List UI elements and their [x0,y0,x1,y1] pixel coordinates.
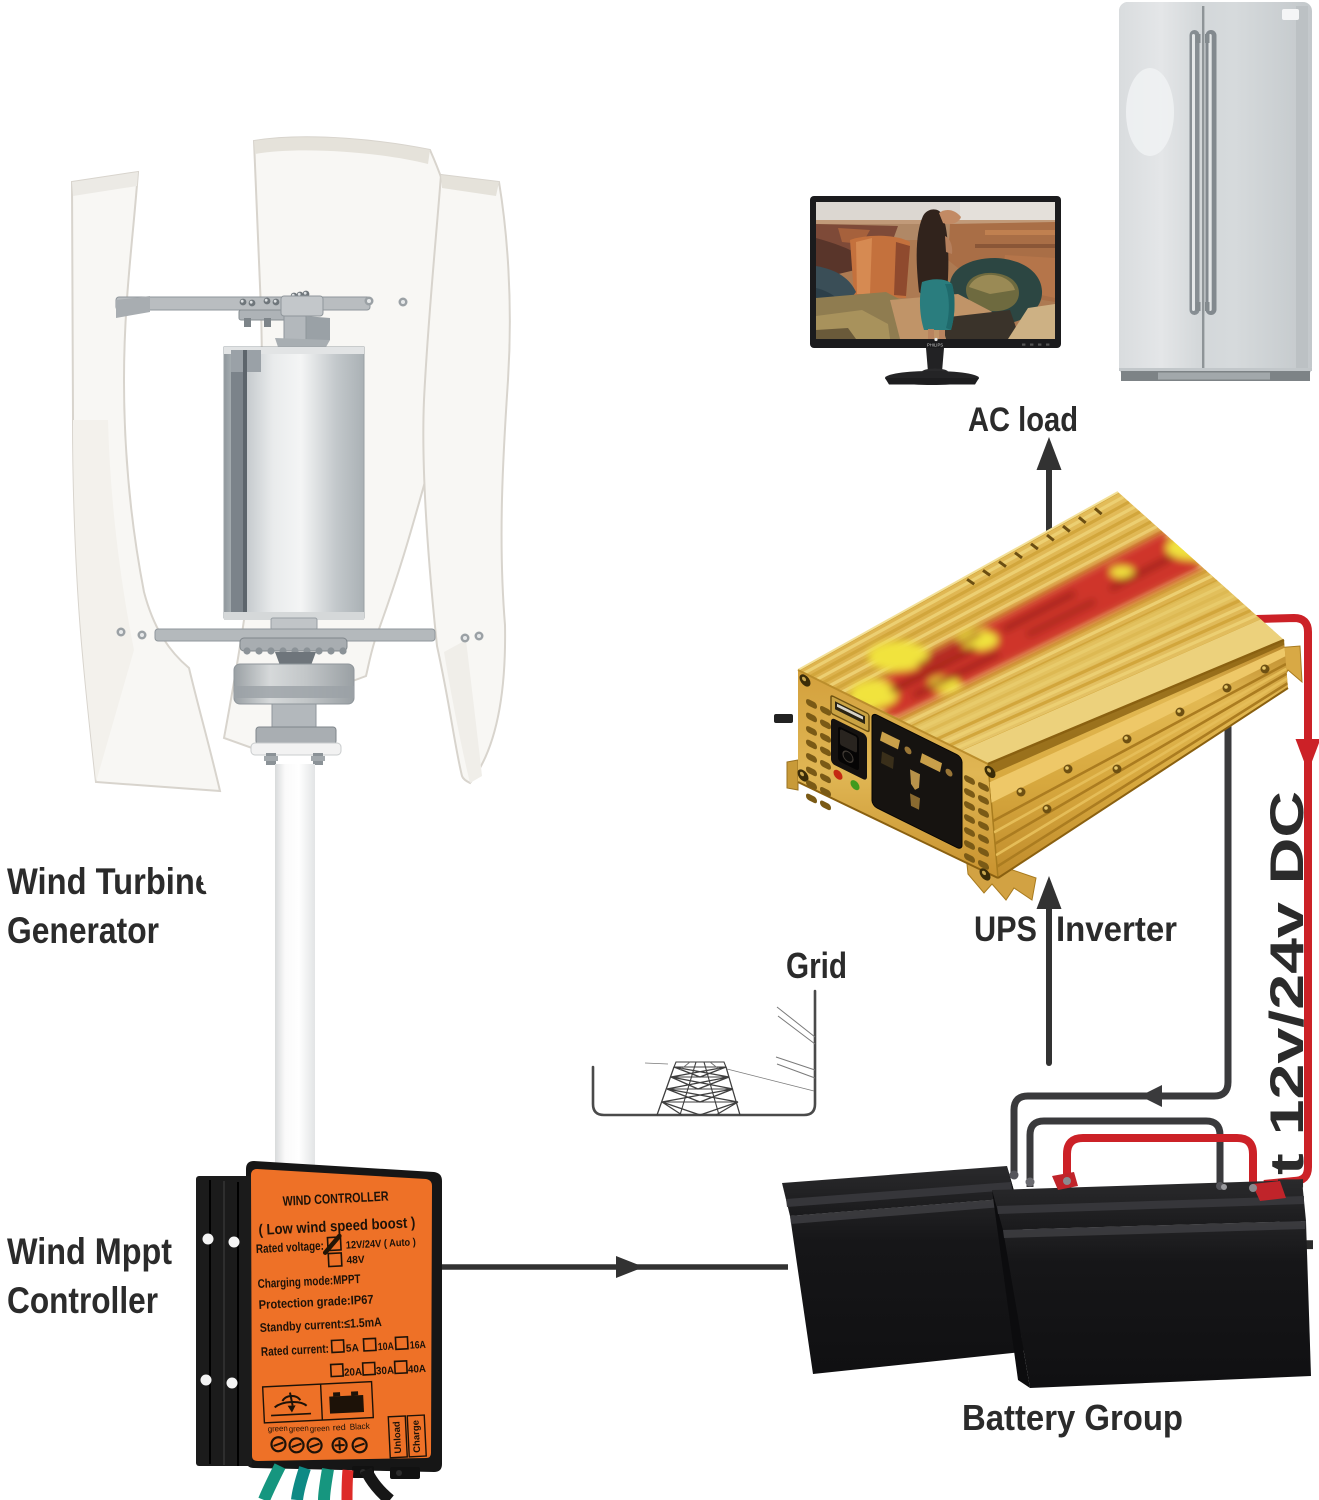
svg-text:5A: 5A [346,1342,360,1355]
svg-text:WIND CONTROLLER: WIND CONTROLLER [282,1189,389,1209]
svg-text:48V: 48V [346,1254,365,1267]
svg-text:Wind Turbine: Wind Turbine [7,861,213,902]
svg-text:Wind Mppt: Wind Mppt [7,1231,172,1272]
svg-text:12V/24V ( Auto ): 12V/24V ( Auto ) [346,1236,417,1251]
svg-text:Rated current:: Rated current: [261,1342,330,1359]
svg-text:Inverter: Inverter [1056,910,1177,949]
svg-text:Battery Group: Battery Group [962,1397,1183,1438]
svg-text:green: green [268,1424,288,1434]
svg-text:green: green [310,1424,330,1434]
svg-text:30A: 30A [376,1364,395,1377]
svg-text:Generator: Generator [7,910,159,951]
svg-text:Unload: Unload [392,1421,405,1454]
svg-text:UPS: UPS [974,910,1037,949]
svg-text:Black: Black [349,1421,370,1432]
svg-text:Grid: Grid [786,945,847,986]
svg-text:Rated voltage:: Rated voltage: [256,1239,325,1256]
svg-text:PHILIPS: PHILIPS [927,343,943,348]
svg-text:Charge: Charge [410,1420,423,1453]
svg-text:Standby current:≤1.5mA: Standby current:≤1.5mA [259,1315,382,1335]
svg-text:40A: 40A [408,1363,427,1376]
svg-text:Controller: Controller [7,1280,158,1321]
svg-text:red: red [332,1422,346,1433]
svg-text:10A: 10A [378,1340,395,1353]
svg-text:AC load: AC load [968,401,1078,439]
svg-text:16A: 16A [410,1339,427,1352]
svg-text:20A: 20A [344,1366,363,1379]
svg-text:Protection grade:IP67: Protection grade:IP67 [258,1292,374,1312]
svg-text:Charging mode:MPPT: Charging mode:MPPT [257,1272,361,1291]
svg-text:green: green [289,1424,309,1434]
